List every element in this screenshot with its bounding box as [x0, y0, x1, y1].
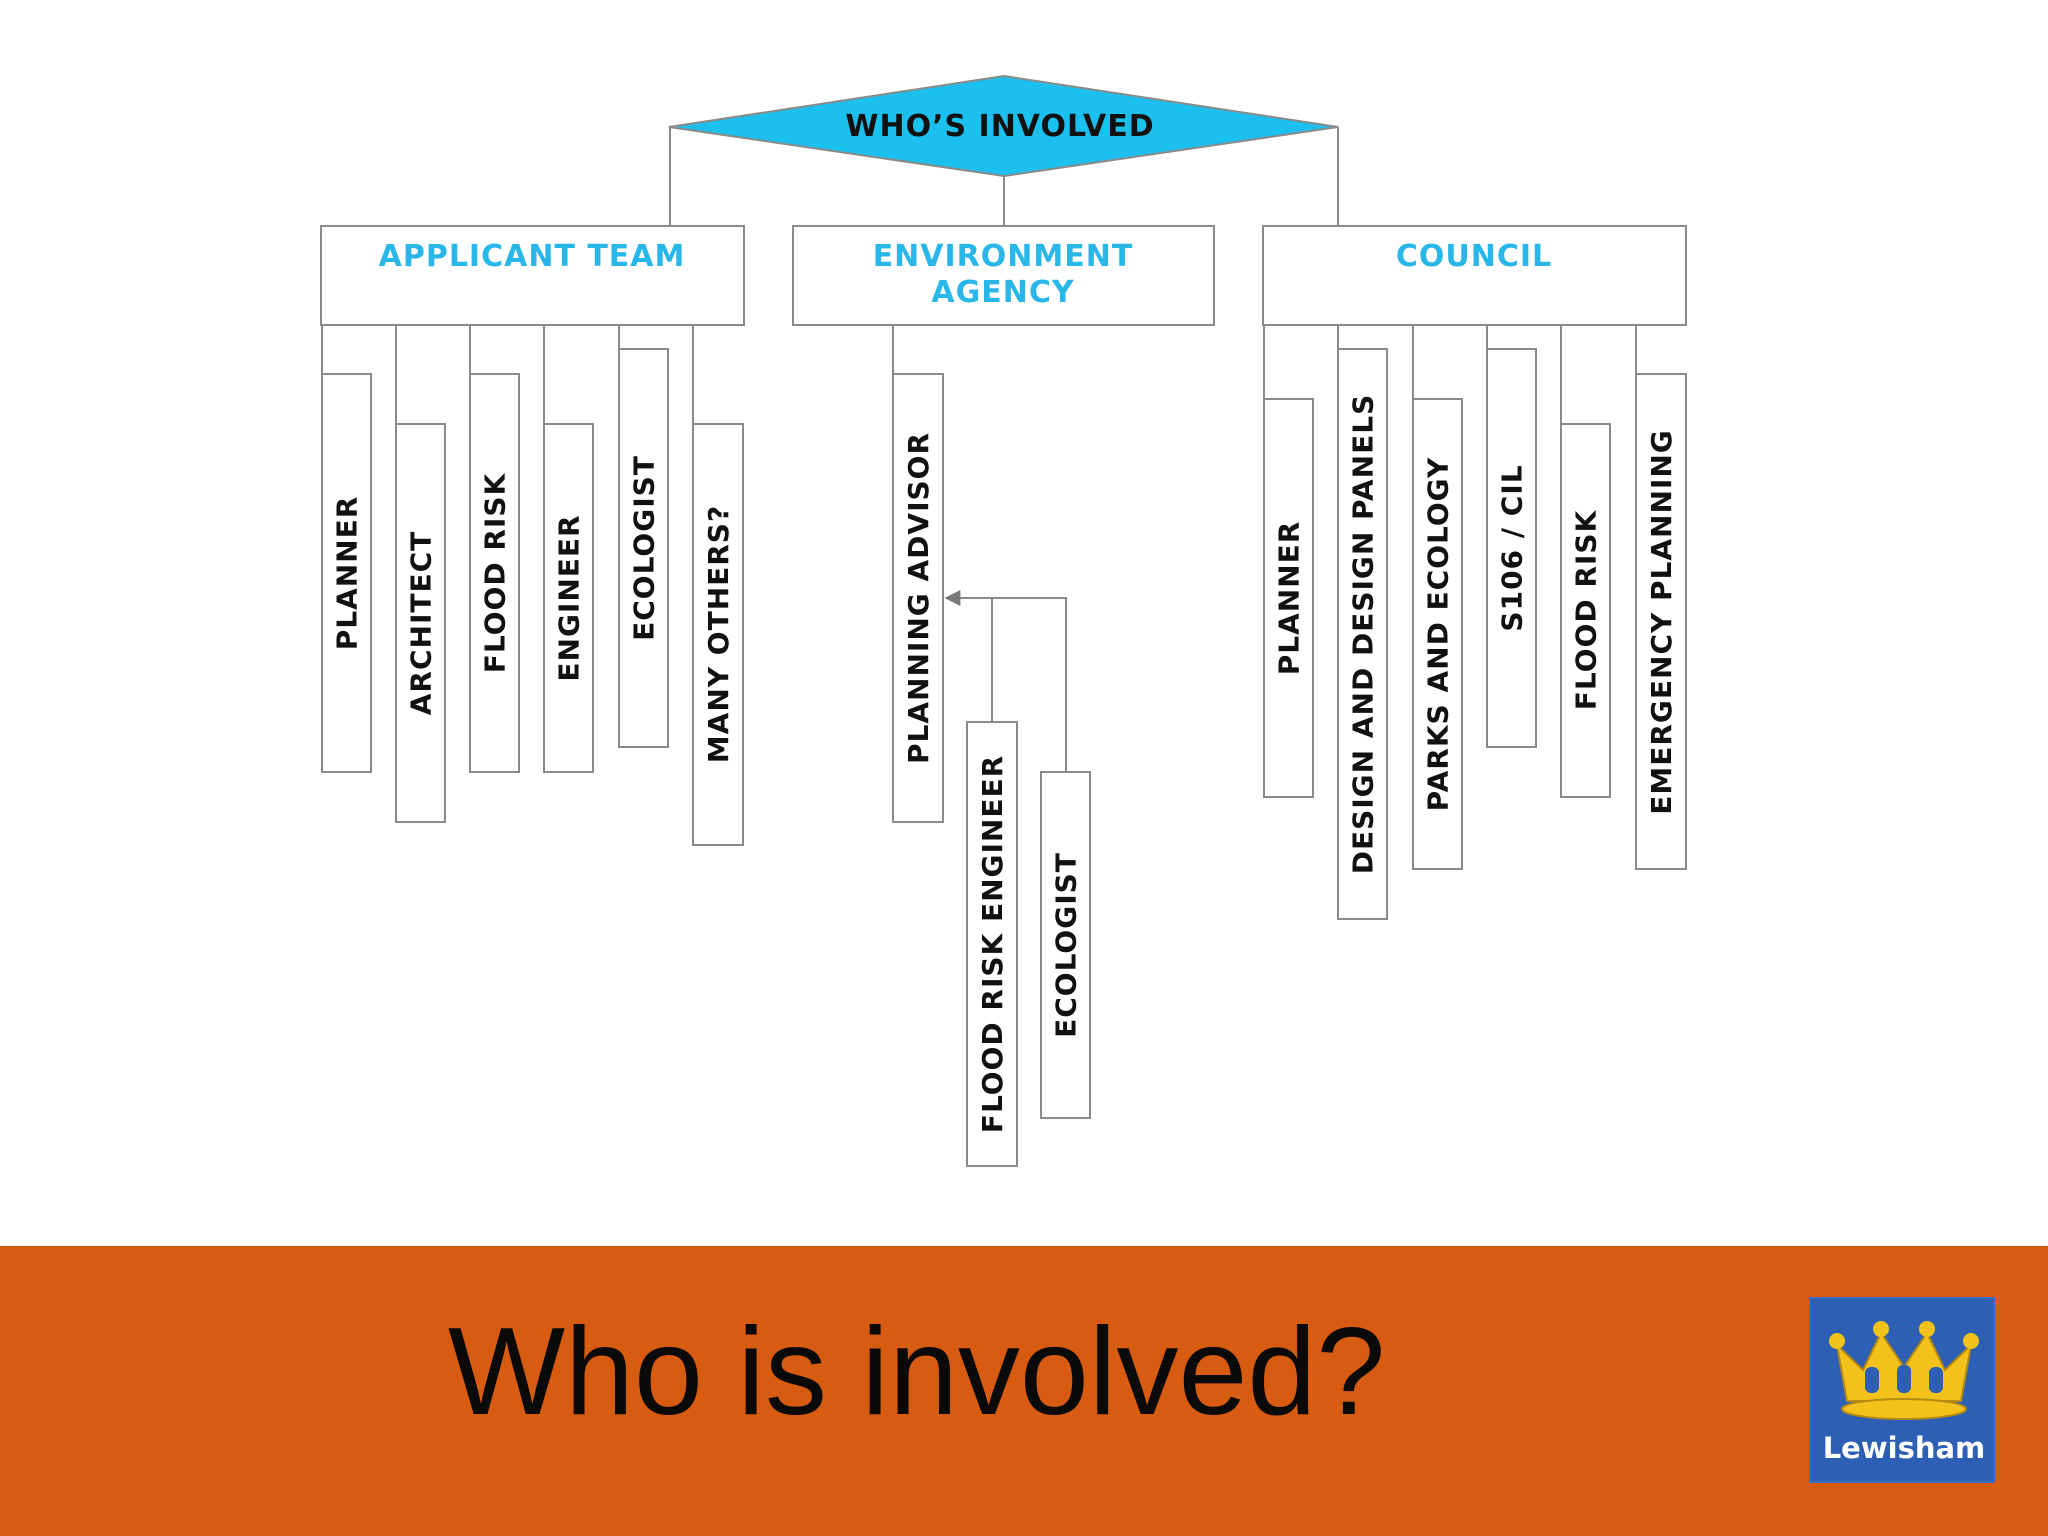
member-environment-planning-advisor-label: PLANNING ADVISOR: [902, 432, 935, 764]
feeder-flood-risk-engineer: [966, 721, 1018, 1167]
root-label: WHO’S INVOLVED: [845, 109, 1154, 144]
connector-ecologist-to-advisor: [992, 597, 1067, 772]
member-council-design-label: DESIGN AND DESIGN PANELS: [1347, 394, 1380, 875]
category-council-label: COUNCIL: [1396, 239, 1552, 274]
feeder-ecologist-label: ECOLOGIST: [1050, 852, 1083, 1038]
member-applicant-architect-label: ARCHITECT: [405, 531, 438, 716]
member-council-parks: [1412, 398, 1463, 870]
member-council-s106-label: S106 / CIL: [1496, 464, 1529, 631]
category-environment-agency-label-line1: ENVIRONMENT: [873, 239, 1134, 274]
feeder-ecologist: [1040, 771, 1091, 1119]
member-applicant-many-others-label: MANY OTHERS?: [702, 505, 735, 763]
member-council-flood-risk: [1560, 423, 1611, 798]
org-diagram: WHO’S INVOLVED APPLICANT TEAM ENVIRONMEN…: [320, 74, 1687, 1167]
category-applicant-team-label: APPLICANT TEAM: [379, 239, 686, 274]
category-environment-agency: [792, 225, 1215, 326]
member-applicant-architect: [395, 423, 446, 823]
member-council-s106: [1486, 348, 1537, 748]
member-council-parks-label: PARKS AND ECOLOGY: [1422, 457, 1455, 812]
council-members: PLANNER DESIGN AND DESIGN PANELS PARKS A…: [1263, 325, 1687, 920]
member-applicant-engineer: [543, 423, 594, 773]
member-council-planner-label: PLANNER: [1273, 521, 1306, 676]
member-council-planner: [1263, 398, 1314, 798]
member-applicant-engineer-label: ENGINEER: [553, 514, 586, 681]
member-applicant-flood-risk-label: FLOOD RISK: [479, 473, 512, 674]
footer-bar: [0, 1246, 2048, 1536]
member-applicant-planner: [321, 373, 372, 773]
root-diamond: [668, 74, 1339, 178]
crown-icon: [1829, 1321, 1979, 1420]
category-environment-agency-label-line2: AGENCY: [931, 275, 1074, 310]
member-applicant-ecologist-label: ECOLOGIST: [628, 455, 661, 641]
connector-flood-risk-engineer-to-advisor: [944, 590, 993, 722]
member-council-emergency-label: EMERGENCY PLANNING: [1645, 429, 1678, 815]
environment-agency-members: PLANNING ADVISOR FLOOD RISK ENGINEER ECO…: [892, 325, 1091, 1167]
member-applicant-many-others: [692, 423, 744, 846]
member-applicant-flood-risk: [469, 373, 520, 773]
logo-text: Lewisham: [1822, 1431, 1986, 1465]
member-applicant-ecologist: [618, 348, 669, 748]
member-environment-planning-advisor: [892, 373, 944, 823]
member-council-flood-risk-label: FLOOD RISK: [1570, 510, 1603, 711]
slide-title: Who is involved?: [448, 1303, 1386, 1441]
member-council-emergency: [1635, 373, 1687, 870]
member-council-design: [1337, 348, 1388, 920]
feeder-flood-risk-engineer-label: FLOOD RISK ENGINEER: [976, 755, 1009, 1133]
applicant-team-members: PLANNER ARCHITECT FLOOD RISK ENGINEER EC…: [321, 325, 744, 846]
category-applicant-team: [320, 225, 745, 326]
lewisham-logo: Lewisham: [1809, 1297, 1995, 1483]
member-applicant-planner-label: PLANNER: [331, 496, 364, 651]
category-council: [1262, 225, 1687, 326]
